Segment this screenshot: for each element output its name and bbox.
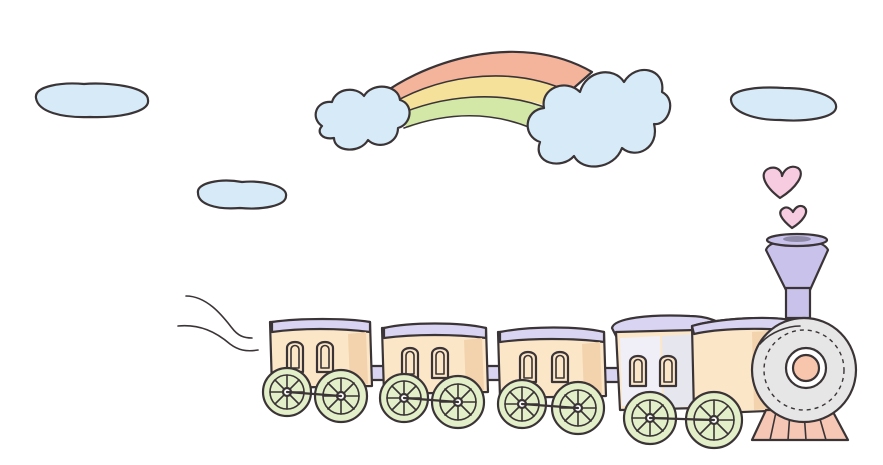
steam-train-icon	[261, 232, 858, 450]
locomotive	[610, 232, 858, 450]
cloud-rainbow-left	[314, 85, 411, 151]
heart-small-icon	[779, 204, 808, 230]
window	[430, 346, 450, 380]
cloud-rainbow-right	[526, 68, 672, 168]
chimney	[764, 232, 830, 320]
cloud-right	[729, 86, 838, 122]
window	[628, 354, 648, 388]
cloud-small-left	[196, 179, 288, 210]
train-car-1	[261, 317, 374, 424]
train-car-2	[378, 322, 490, 430]
cloud-left	[34, 82, 150, 119]
window	[315, 340, 335, 374]
wind-lines-icon	[177, 295, 259, 352]
window	[518, 350, 538, 384]
window	[400, 346, 420, 380]
heart-icon	[762, 165, 802, 200]
rainbow-icon	[368, 50, 594, 133]
window	[658, 354, 678, 388]
wheel	[261, 366, 313, 418]
train-car-3	[496, 326, 608, 436]
window	[285, 340, 305, 374]
boiler-front	[750, 316, 858, 424]
window	[550, 350, 570, 384]
